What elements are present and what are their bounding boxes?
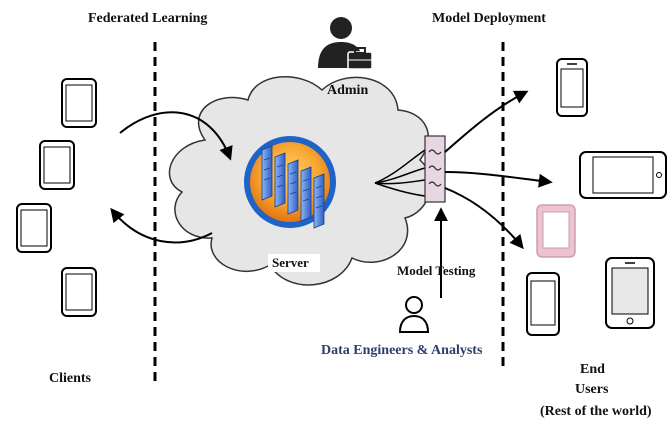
filter-icon bbox=[424, 135, 446, 203]
server-label: Server bbox=[272, 255, 309, 270]
clients-label: Clients bbox=[49, 371, 91, 386]
client-device-icon bbox=[39, 140, 75, 190]
end-users-label-line3: (Rest of the world) bbox=[540, 404, 652, 419]
admin-icon bbox=[318, 17, 373, 70]
client-device-icon bbox=[16, 203, 52, 253]
model-testing-label: Model Testing bbox=[397, 263, 476, 278]
end-users-label-line1: End bbox=[580, 362, 605, 377]
server-icon bbox=[244, 136, 336, 229]
admin-label: Admin bbox=[327, 83, 369, 98]
tablet-icon bbox=[605, 257, 655, 329]
tablet-landscape-icon bbox=[579, 151, 667, 199]
arrow-server-to-client bbox=[110, 207, 213, 244]
engineer-icon bbox=[398, 296, 430, 333]
phone-icon bbox=[526, 272, 560, 336]
arrow-client-to-server bbox=[119, 111, 233, 161]
model-deployment-label: Model Deployment bbox=[432, 11, 546, 26]
client-device-icon bbox=[61, 267, 97, 317]
data-engineers-label: Data Engineers & Analysts bbox=[321, 343, 483, 358]
client-device-icon bbox=[61, 78, 97, 128]
arrow-deploy-2 bbox=[444, 171, 553, 188]
server-to-filter-lines bbox=[374, 149, 426, 197]
arrow-deploy-1 bbox=[444, 90, 529, 153]
federated-learning-label: Federated Learning bbox=[88, 11, 208, 26]
arrow-deploy-3 bbox=[444, 187, 524, 250]
phone-icon bbox=[556, 58, 588, 117]
tablet-pink-icon bbox=[536, 204, 576, 258]
end-users-label-line2: Users bbox=[575, 382, 609, 397]
